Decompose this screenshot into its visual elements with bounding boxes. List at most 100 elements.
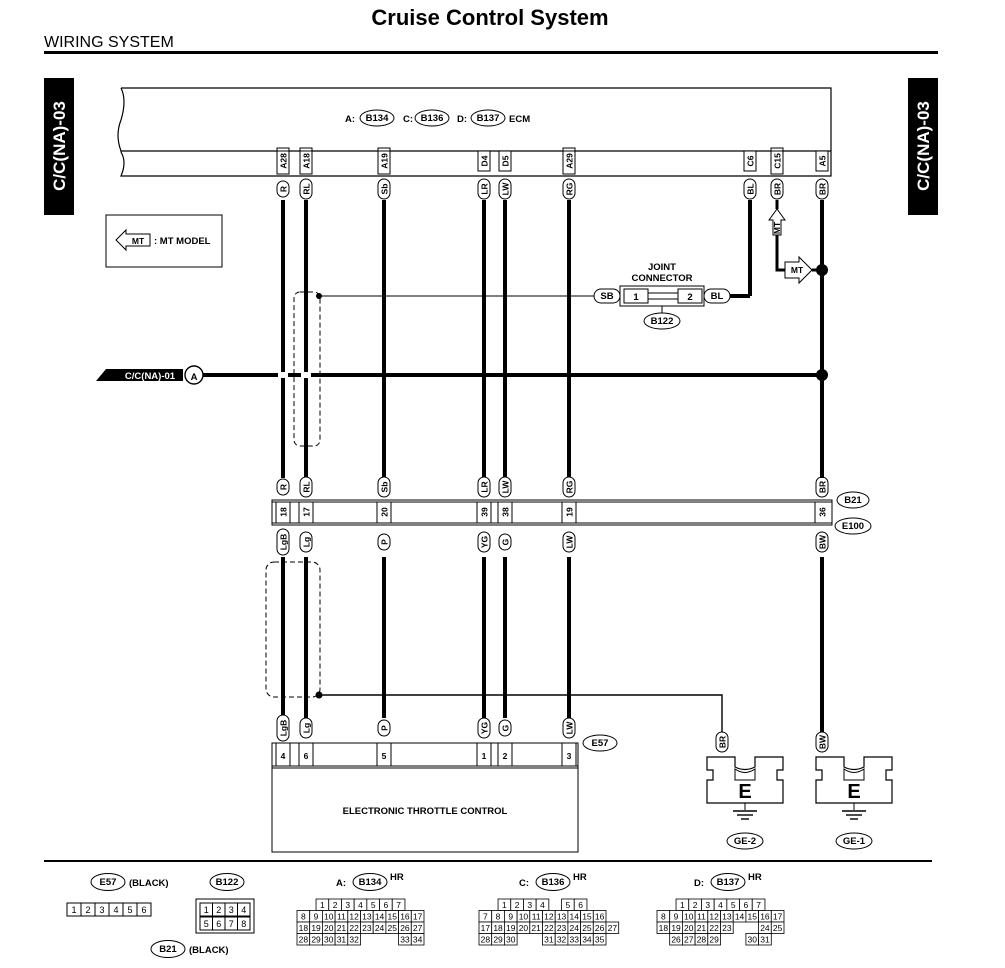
footer-d-b137-pin: 17 xyxy=(773,912,783,922)
left-side-tab[interactable]: C/C(NA)-03 xyxy=(44,78,74,215)
footer-b122-pin: 7 xyxy=(229,919,234,929)
footer-a-b134-pin: 9 xyxy=(314,912,319,922)
b21-color-39-text: LR xyxy=(480,481,490,492)
shield-drain-junction xyxy=(316,293,322,299)
wire-crossing-gap xyxy=(278,372,288,378)
junction-ref xyxy=(816,369,828,381)
ground-wire-color-GE-2-text: BR xyxy=(718,736,728,748)
footer-b122-pin: 3 xyxy=(229,905,234,915)
joint-title-2: CONNECTOR xyxy=(631,273,692,284)
left-tab-label: C/C(NA)-03 xyxy=(50,101,69,191)
b21-color-38: LW xyxy=(498,476,512,498)
footer-d-b137-pin: 1 xyxy=(680,900,685,910)
ecm-connector-labels: A: B134 C: B136 D: B137 ECM xyxy=(345,109,530,127)
footer-d-b137-pin: 7 xyxy=(756,900,761,910)
mt-legend-text: : MT MODEL xyxy=(154,236,211,247)
footer-e57-pin: 2 xyxy=(85,905,90,915)
footer-d-b137-pin-cell xyxy=(720,921,734,934)
footer-a-b134-pin: 26 xyxy=(400,923,410,933)
ref-link-c-c-na-01[interactable]: C/C(NA)-01 A xyxy=(96,365,204,385)
ecm-pin-C6: C6 xyxy=(743,150,757,172)
footer-c-b136-pin: 6 xyxy=(578,900,583,910)
e100-color-19: LW xyxy=(562,531,576,553)
footer-c-b136-pin: 25 xyxy=(582,923,592,933)
e100-color-38-text: G xyxy=(501,538,511,545)
mt-legend: MT : MT MODEL xyxy=(105,214,223,268)
b21-label: B21 xyxy=(844,495,862,506)
joint-right-color: BL xyxy=(711,291,724,302)
ecm-pin-A28: A28 xyxy=(276,147,290,175)
footer-a-b134-pin: 29 xyxy=(311,935,321,945)
footer-a-b134-badge: B134 xyxy=(352,873,388,891)
footer-d-b137-pin: 25 xyxy=(773,923,783,933)
footer-d-b137-pin: 15 xyxy=(748,912,758,922)
footer-a-b134-pin: 7 xyxy=(396,900,401,910)
ecm-color-A19: Sb xyxy=(377,178,391,200)
ecm-color-C15-text: BR xyxy=(773,183,783,195)
footer-c-b136-pin: 35 xyxy=(595,935,605,945)
b21-color-39: LR xyxy=(477,476,491,498)
mt-switch-up-arrow-icon xyxy=(768,208,786,236)
e57-pin-6: 6 xyxy=(304,751,309,761)
ground-wire-color-GE-2: BR xyxy=(715,731,729,753)
b21-color-18-text: R xyxy=(279,484,289,490)
b21-pin-38: 38 xyxy=(501,507,511,517)
footer-c-b136-pin-cell xyxy=(503,933,518,946)
footer-a-b134-pin: 28 xyxy=(299,935,309,945)
e57-connector xyxy=(271,742,579,769)
footer-a-b134-prefix: A: xyxy=(336,878,346,889)
e57-color-2-text: G xyxy=(501,724,511,731)
footer-c-b136-badge-text: B136 xyxy=(542,877,565,888)
electronic-throttle-control: ELECTRONIC THROTTLE CONTROL xyxy=(271,767,579,853)
ecm-badge-b137 xyxy=(470,109,506,127)
e57-color-3: LW xyxy=(562,717,576,739)
e100-label-group: E100 xyxy=(834,517,872,535)
b21-color-38-text: LW xyxy=(501,480,511,494)
footer-a-b134-pin: 15 xyxy=(388,912,398,922)
e100-color-19-text: LW xyxy=(565,535,575,549)
e57-pin-5: 5 xyxy=(382,751,387,761)
footer-b122-pin: 6 xyxy=(216,919,221,929)
footer-c-b136-pin: 34 xyxy=(582,935,592,945)
ecm-pin-C6-text: C6 xyxy=(746,155,756,166)
footer-c-b136-pin: 5 xyxy=(566,900,571,910)
mt-switch-right-arrow-icon xyxy=(784,255,813,285)
footer-d-b137-prefix: D: xyxy=(694,878,704,889)
footer-b122-pin: 5 xyxy=(204,919,209,929)
ecm-badge-b134 xyxy=(359,109,395,127)
ground-GE-2: EGE-2 xyxy=(706,756,784,850)
footer-a-b134-pin: 1 xyxy=(320,900,325,910)
footer-a-b134-pin: 10 xyxy=(324,912,334,922)
footer-c-b136-pin-cell xyxy=(592,933,607,946)
right-side-tab[interactable]: C/C(NA)-03 xyxy=(908,78,938,215)
b21-pin-17: 17 xyxy=(302,507,312,517)
footer-d-b137-pin-cell xyxy=(758,933,772,946)
e100-color-17-text: Lg xyxy=(302,537,312,547)
footer-a-b134-pin: 20 xyxy=(324,923,334,933)
ecm-pin-A28-text: A28 xyxy=(279,153,289,169)
throttle-label: ELECTRONIC THROTTLE CONTROL xyxy=(343,806,508,817)
footer-a-b134-note: HR xyxy=(390,872,404,883)
footer-a-b134-pin: 27 xyxy=(413,923,423,933)
e57-color-3-text: LW xyxy=(565,721,575,735)
junction-mt xyxy=(816,264,828,276)
ecm-color-A29-text: RG xyxy=(565,182,575,195)
footer-d-b137-pin: 2 xyxy=(693,900,698,910)
e100-color-36: BW xyxy=(815,531,829,553)
ecm-pin-D5: D5 xyxy=(498,150,512,172)
e57-color-4: LgB xyxy=(276,714,290,742)
footer-b122-pin-cell xyxy=(237,916,251,931)
ecm-color-C6-text: BL xyxy=(746,183,756,194)
footer-a-b134-pin: 22 xyxy=(349,923,359,933)
ground-label: GE-2 xyxy=(734,836,756,847)
footer-d-b137-pin: 28 xyxy=(697,935,707,945)
footer-a-b134-pin: 30 xyxy=(324,935,334,945)
footer-c-b136-pin: 15 xyxy=(582,912,592,922)
e57-badge xyxy=(582,734,618,752)
e57-color-6-text: Lg xyxy=(302,723,312,733)
e57-color-4-text: LgB xyxy=(279,720,289,737)
footer-c-b136-pin: 4 xyxy=(540,900,545,910)
footer-a-b134-pin: 5 xyxy=(371,900,376,910)
